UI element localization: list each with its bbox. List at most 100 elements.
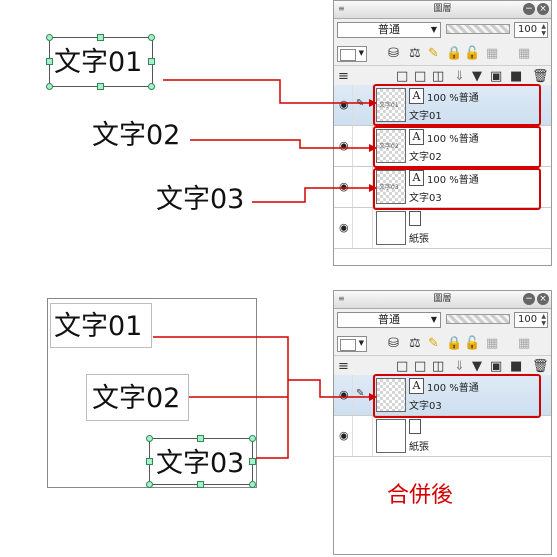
text-layer-icon: A [409,170,424,186]
text-object-02[interactable]: 文字02 [92,120,181,151]
grip-icon[interactable]: ≡ [338,4,345,13]
eye-icon[interactable]: ◉ [339,180,349,193]
new-layer-icon[interactable]: □ [396,359,409,374]
mask-settings-icon[interactable]: ▦ [518,46,531,61]
selection-handle[interactable] [249,458,256,465]
reference-icon[interactable]: ⚖ [409,46,421,61]
layer-color-select[interactable]: ▼ [337,336,367,352]
pencil-lock-icon[interactable]: ✎ [428,336,439,351]
selection-handle[interactable] [146,435,153,442]
layer-thumbnail: 文字03 [376,170,406,204]
layer-row[interactable]: ◉ 紙張 [334,208,551,249]
selection-handle[interactable] [46,34,53,41]
panel-title: 圖層 [433,4,452,14]
layer-thumbnail [376,211,406,245]
selection-handle[interactable] [197,435,204,442]
clip-icon[interactable]: ⛁ [388,336,399,351]
merge-down-icon[interactable]: ⇓ [454,69,465,84]
selection-handle[interactable] [46,83,53,90]
layer-panel: ≡ 圖層 − × 普通 ▼ 100 ▲▼ ▼ ⛁ ⚖ ✎ 🔒 🔓 ▦ ▦ ≡ □… [333,0,552,266]
highlight-box [373,168,541,210]
lock-transparency-icon[interactable]: 🔓 [464,336,481,351]
eye-icon[interactable]: ◉ [339,388,349,401]
selection-handle[interactable] [146,481,153,488]
selection-handle[interactable] [97,34,104,41]
highlight-box [373,84,541,126]
text-object-03[interactable]: 文字03 [156,184,245,215]
mask-icon[interactable]: ▦ [486,336,499,351]
lock-icon[interactable]: 🔒 [446,46,463,61]
selection-handle[interactable] [249,435,256,442]
layer-thumbnail: 文字02 [376,129,406,163]
blend-mode-select[interactable]: 普通 ▼ [337,312,441,328]
layer-mask-icon[interactable]: ▣ [490,69,503,84]
opacity-input[interactable]: 100 ▲▼ [514,312,548,328]
clip-icon[interactable]: ⛁ [388,46,399,61]
mask-icon[interactable]: ▦ [486,46,499,61]
opacity-value: 100 [518,314,538,325]
text-object-01[interactable]: 文字01 [54,47,143,78]
opacity-slider[interactable] [446,24,510,34]
paper-layer-icon [409,211,421,226]
pencil-lock-icon[interactable]: ✎ [428,46,439,61]
selection-handle[interactable] [46,58,53,65]
opacity-input[interactable]: 100 ▲▼ [514,22,548,38]
layers-icon[interactable]: ≡ [338,69,349,84]
new-folder-icon[interactable]: ◫ [432,359,445,374]
new-vector-layer-icon[interactable]: □ [414,359,427,374]
layer-props: 100 %普通 [427,383,479,394]
minimize-icon[interactable]: − [523,3,535,15]
minimize-icon[interactable]: − [523,293,535,305]
text-object-03[interactable]: 文字03 [156,448,245,479]
blend-mode-select[interactable]: 普通 ▼ [337,22,441,38]
layer-name: 紙張 [409,234,429,245]
layer-panel: ≡ 圖層 − × 普通 ▼ 100 ▲▼ ▼ ⛁ ⚖ ✎ 🔒 🔓 ▦ ▦ ≡ □… [333,290,552,555]
merge-visible-icon[interactable]: ▼ [472,359,482,374]
layer-color-select[interactable]: ▼ [337,46,367,62]
layer-row[interactable]: ◉ 文字03 A 100 %普通 文字03 [334,167,551,208]
text-object-box[interactable] [50,303,152,348]
selection-handle[interactable] [148,58,155,65]
spinner-icon[interactable]: ▲▼ [541,23,546,37]
text-object-01[interactable]: 文字01 [54,311,143,342]
spinner-icon[interactable]: ▲▼ [541,313,546,327]
panel-title-bar: ≡ 圖層 − × [334,291,551,309]
selection-handle[interactable] [148,34,155,41]
close-icon[interactable]: × [537,3,549,15]
layers-icon[interactable]: ≡ [338,359,349,374]
selection-handle[interactable] [146,458,153,465]
grip-icon[interactable]: ≡ [338,294,345,303]
eye-icon[interactable]: ◉ [339,139,349,152]
new-vector-layer-icon[interactable]: □ [414,69,427,84]
opacity-slider[interactable] [446,314,510,324]
trash-icon[interactable]: 🗑 [532,359,549,374]
transfer-icon[interactable]: ■ [510,359,523,374]
eye-icon[interactable]: ◉ [339,429,349,442]
reference-icon[interactable]: ⚖ [409,336,421,351]
merge-visible-icon[interactable]: ▼ [472,69,482,84]
lock-transparency-icon[interactable]: 🔓 [464,46,481,61]
eye-icon[interactable]: ◉ [339,98,349,111]
selection-handle[interactable] [249,481,256,488]
eye-icon[interactable]: ◉ [339,221,349,234]
layer-name: 紙張 [409,442,429,453]
mask-settings-icon[interactable]: ▦ [518,336,531,351]
new-folder-icon[interactable]: ◫ [432,69,445,84]
close-icon[interactable]: × [537,293,549,305]
selection-handle[interactable] [148,83,155,90]
layer-row[interactable]: ◉ 紙張 [334,416,551,457]
text-object-02[interactable]: 文字02 [92,383,181,414]
pen-icon[interactable]: ✎ [356,388,365,399]
trash-icon[interactable]: 🗑 [532,69,549,84]
highlight-box [373,374,541,418]
new-layer-icon[interactable]: □ [396,69,409,84]
transfer-icon[interactable]: ■ [510,69,523,84]
color-swatch [340,49,356,61]
lock-icon[interactable]: 🔒 [446,336,463,351]
merged-caption: 合併後 [387,483,454,508]
layer-mask-icon[interactable]: ▣ [490,359,503,374]
selection-handle[interactable] [97,83,104,90]
merge-down-icon[interactable]: ⇓ [454,359,465,374]
pen-icon[interactable]: ✎ [356,98,365,109]
selection-handle[interactable] [197,481,204,488]
